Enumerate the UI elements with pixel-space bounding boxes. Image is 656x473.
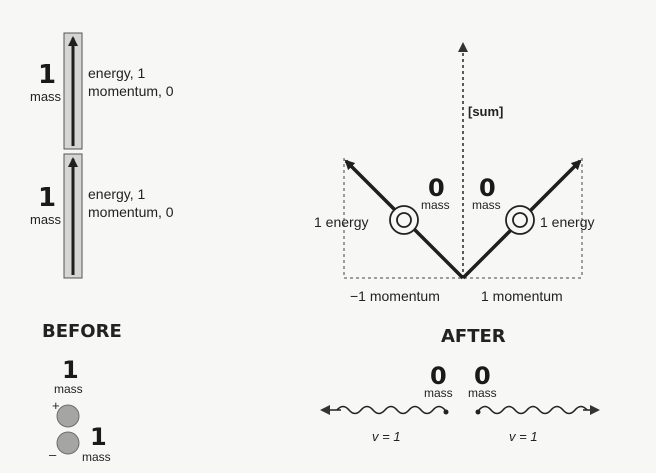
wave-left-mass-label: mass bbox=[424, 386, 453, 400]
ball-top-charge: + bbox=[52, 398, 60, 413]
energy-label: energy, 1 bbox=[88, 186, 146, 202]
photon-right-mass-value: 0 bbox=[479, 174, 496, 202]
photon-right-symbol bbox=[505, 205, 535, 235]
photon-right-momentum-label: 1 momentum bbox=[481, 288, 563, 304]
before-particle-top: 1 mass energy, 1 momentum, 0 bbox=[30, 32, 174, 150]
photon-left-symbol bbox=[389, 205, 419, 235]
photon-ring-inner bbox=[512, 212, 528, 228]
ball-top-mass-label: mass bbox=[54, 382, 83, 396]
wave-right-velocity: v = 1 bbox=[509, 429, 538, 444]
photon-left-momentum-label: −1 momentum bbox=[350, 288, 440, 304]
ball-top bbox=[56, 404, 80, 428]
photon-right-energy-label: 1 energy bbox=[540, 214, 594, 230]
energy-label: energy, 1 bbox=[88, 65, 146, 81]
wave-left-squiggle bbox=[336, 405, 446, 415]
wave-right-dot bbox=[475, 409, 481, 415]
ball-bottom bbox=[56, 431, 80, 455]
wave-left-dot bbox=[443, 409, 449, 415]
before-heading: BEFORE bbox=[42, 321, 122, 342]
before-particle-bottom: 1 mass energy, 1 momentum, 0 bbox=[30, 153, 174, 279]
photon-ring-inner bbox=[396, 212, 412, 228]
after-heading: AFTER bbox=[441, 326, 506, 347]
mass-label: mass bbox=[30, 212, 62, 227]
photon-left-energy-label: 1 energy bbox=[314, 214, 368, 230]
sum-label: [sum] bbox=[468, 104, 503, 119]
after-waves: 0 mass 0 mass v = 1 v = 1 bbox=[320, 362, 600, 444]
wave-left-mass-value: 0 bbox=[430, 362, 447, 390]
ball-bottom-charge: – bbox=[49, 447, 57, 462]
wave-right-mass-label: mass bbox=[468, 386, 497, 400]
before-balls: 1 mass + – 1 mass bbox=[49, 356, 111, 464]
after-vector-diagram: [sum] 0 mass 0 mass 1 energy 1 energy −1… bbox=[314, 42, 594, 304]
photon-right-mass-label: mass bbox=[472, 198, 501, 212]
wave-right-squiggle bbox=[478, 405, 588, 415]
mass-value: 1 bbox=[38, 183, 56, 213]
ball-bottom-mass-label: mass bbox=[82, 450, 111, 464]
momentum-label: momentum, 0 bbox=[88, 204, 174, 220]
wave-right-mass-value: 0 bbox=[474, 362, 491, 390]
photon-left-mass-label: mass bbox=[421, 198, 450, 212]
momentum-label: momentum, 0 bbox=[88, 83, 174, 99]
photon-ring-outer bbox=[389, 205, 419, 235]
ball-top-mass-value: 1 bbox=[62, 356, 79, 384]
photon-ring-outer bbox=[505, 205, 535, 235]
photon-left-mass-value: 0 bbox=[428, 174, 445, 202]
wave-left-velocity: v = 1 bbox=[372, 429, 401, 444]
mass-label: mass bbox=[30, 89, 62, 104]
mass-value: 1 bbox=[38, 60, 56, 90]
ball-bottom-mass-value: 1 bbox=[90, 423, 107, 451]
